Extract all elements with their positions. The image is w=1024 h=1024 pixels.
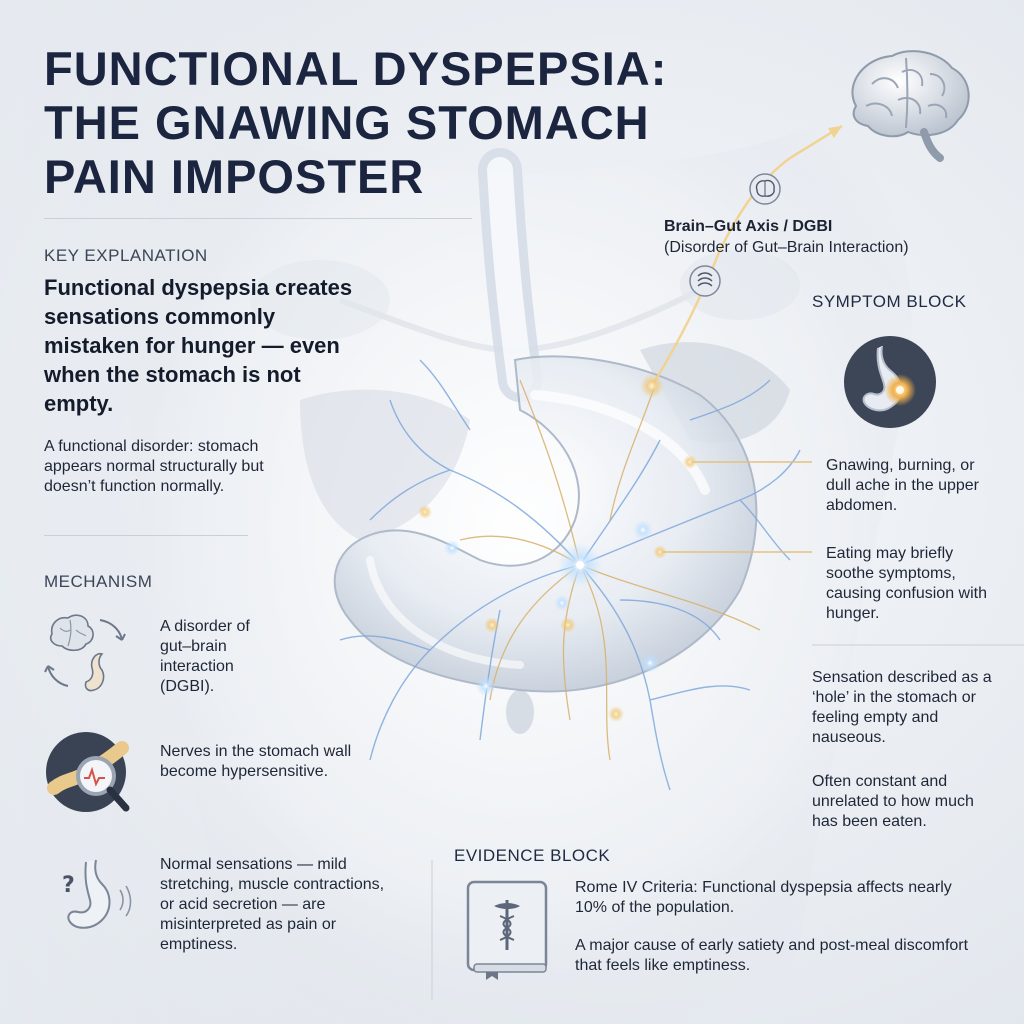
intestine-small-icon bbox=[689, 265, 721, 297]
evidence-item-1: Rome IV Criteria: Functional dyspepsia a… bbox=[575, 879, 952, 916]
title-line-3: PAIN IMPOSTER bbox=[44, 150, 425, 203]
nerve-magnifier-icon bbox=[46, 732, 130, 812]
mechanism-item-1: A disorder of gut–brain interaction (DGB… bbox=[160, 618, 250, 695]
brain-gut-cycle-icon bbox=[44, 614, 126, 692]
symptom-item-4: Often constant and unrelated to how much… bbox=[812, 773, 974, 830]
title-line-1: FUNCTIONAL DYSPEPSIA: bbox=[44, 42, 668, 95]
brain-gut-axis-title: Brain–Gut Axis / DGBI bbox=[664, 218, 833, 235]
mechanism-item-3: Normal sensations — mild stretching, mus… bbox=[160, 856, 385, 953]
symptom-item-2: Eating may briefly soothe symptoms, caus… bbox=[826, 545, 987, 622]
brain-small-icon bbox=[749, 173, 781, 205]
key-explanation-body: A functional disorder: stomach appears n… bbox=[44, 438, 264, 495]
title-line-2: THE GNAWING STOMACH bbox=[44, 96, 650, 149]
mechanism-item-2: Nerves in the stomach wall become hypers… bbox=[160, 743, 352, 780]
key-explanation-headline: Functional dyspepsia creates sensations … bbox=[44, 275, 353, 416]
evidence-block-label: EVIDENCE BLOCK bbox=[454, 846, 611, 865]
key-explanation-label: KEY EXPLANATION bbox=[44, 246, 208, 265]
key-divider bbox=[44, 535, 248, 536]
symptom-item-1: Gnawing, burning, or dull ache in the up… bbox=[826, 457, 979, 514]
symptom-block-label: SYMPTOM BLOCK bbox=[812, 292, 967, 311]
brain-gut-axis-subtitle: (Disorder of Gut–Brain Interaction) bbox=[664, 239, 909, 256]
stomach-question-icon: ? bbox=[62, 859, 132, 929]
stomach-pain-icon bbox=[844, 336, 936, 428]
medical-book-icon bbox=[466, 880, 548, 980]
evidence-item-2: A major cause of early satiety and post-… bbox=[575, 937, 969, 974]
svg-text:?: ? bbox=[62, 873, 75, 898]
page-title: FUNCTIONAL DYSPEPSIA: THE GNAWING STOMAC… bbox=[44, 42, 744, 204]
mechanism-label: MECHANISM bbox=[44, 572, 153, 591]
brain-icon bbox=[851, 50, 970, 162]
symptom-item-3: Sensation described as a ‘hole’ in the s… bbox=[812, 669, 992, 746]
title-divider bbox=[44, 218, 472, 219]
